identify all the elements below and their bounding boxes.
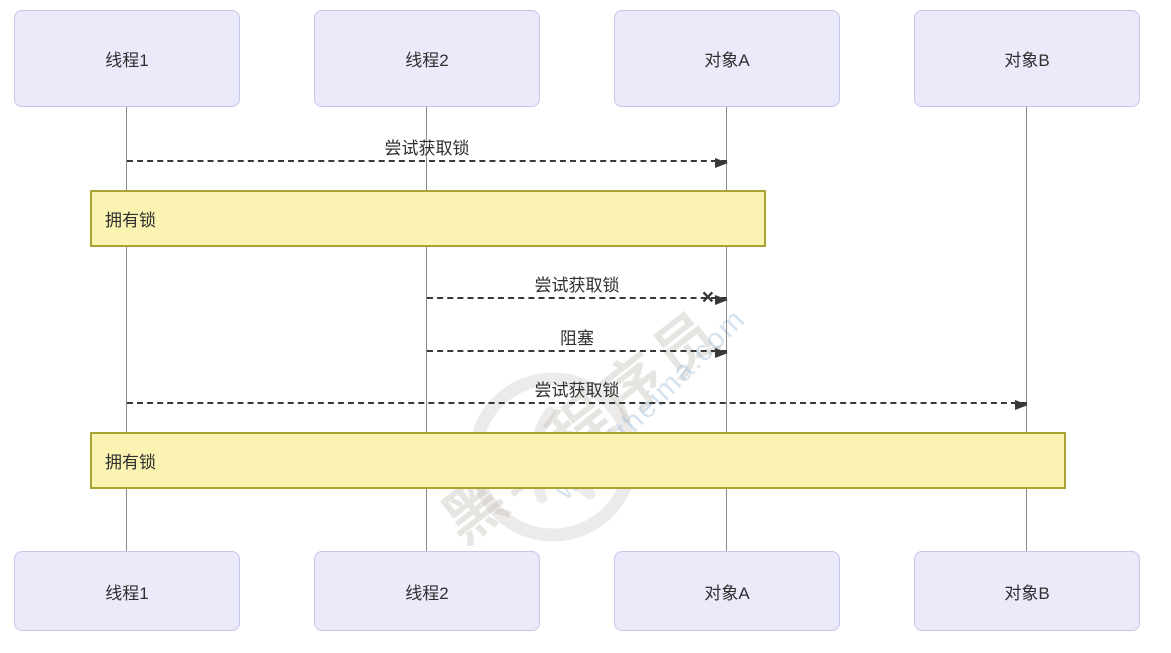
actor-box-bottom-thread2: 线程2 [314, 551, 540, 631]
actor-box-top-objectB: 对象B [914, 10, 1140, 107]
message-arrow-try-lock-2: 尝试获取锁 [127, 381, 1028, 410]
actor-label: 线程2 [405, 51, 449, 70]
actor-box-bottom-objectA: 对象A [614, 551, 840, 631]
actor-label: 对象A [704, 583, 750, 603]
note-label: 拥有锁 [105, 211, 156, 230]
note-owns-lock-1: 拥有锁 [90, 190, 766, 247]
note-owns-lock-2: 拥有锁 [90, 432, 1066, 489]
message-label: 尝试获取锁 [384, 139, 470, 158]
actor-label: 对象B [1004, 51, 1050, 70]
lifeline-thread1 [126, 107, 127, 551]
actor-label: 对象A [704, 51, 750, 70]
arrowhead-icon [715, 158, 728, 168]
note-label: 拥有锁 [105, 453, 156, 472]
lifeline-objectA [726, 107, 727, 551]
lifeline-objectB [1026, 107, 1027, 551]
message-label: 尝试获取锁 [534, 276, 620, 295]
actor-box-top-thread1: 线程1 [14, 10, 240, 107]
actor-box-top-thread2: 线程2 [314, 10, 540, 107]
message-arrow-try-lock-1: 尝试获取锁 [127, 139, 728, 168]
actor-label: 线程1 [105, 51, 149, 70]
message-arrow-blocked: 阻塞 [427, 329, 728, 358]
actor-label: 线程1 [105, 583, 149, 603]
arrowhead-icon [715, 295, 728, 305]
message-arrow-try-lock-failed: 尝试获取锁 × [427, 276, 728, 308]
arrowhead-icon [715, 348, 728, 358]
failed-cross-icon: × [701, 286, 714, 309]
actor-label: 线程2 [405, 583, 449, 603]
arrowhead-icon [1015, 400, 1028, 410]
message-label: 阻塞 [560, 329, 594, 348]
message-label: 尝试获取锁 [534, 381, 620, 400]
actor-box-bottom-thread1: 线程1 [14, 551, 240, 631]
lifeline-thread2 [426, 107, 427, 551]
actor-box-bottom-objectB: 对象B [914, 551, 1140, 631]
actor-box-top-objectA: 对象A [614, 10, 840, 107]
actor-label: 对象B [1004, 583, 1050, 603]
